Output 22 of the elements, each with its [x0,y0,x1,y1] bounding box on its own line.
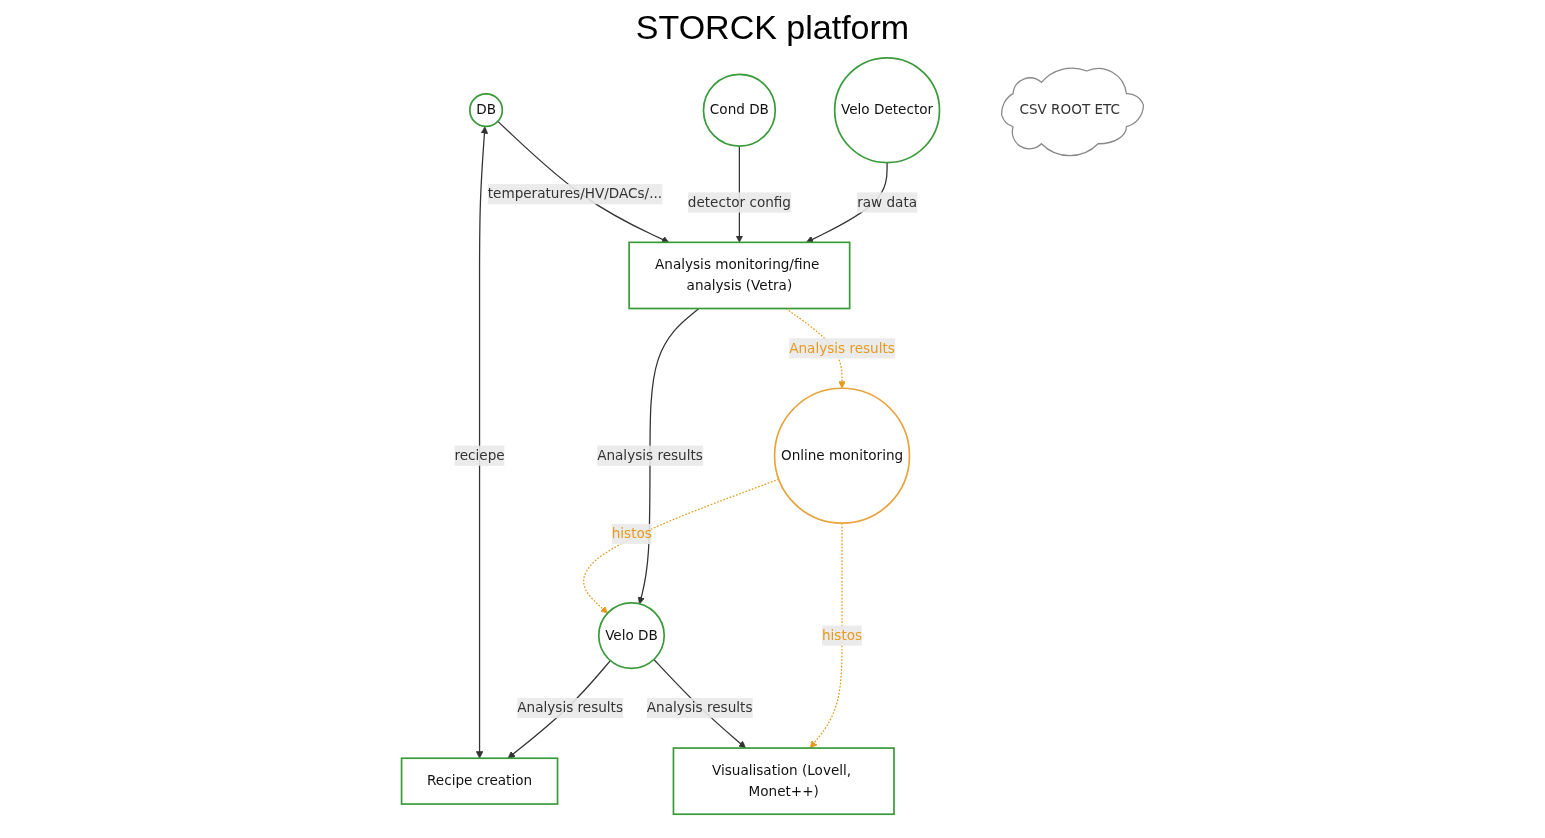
node-circle: Velo Detector [833,56,941,164]
edge-label: detector config [687,194,791,211]
edge-label: raw data [857,194,918,211]
node-circle: Velo DB [597,602,666,670]
arrow [809,522,843,749]
edge-label: Analysis results [646,699,753,716]
node-circle: Online monitoring [773,387,911,524]
edge-label: histos [821,627,863,644]
node-circle: Cond DB [702,73,777,147]
arrow [475,126,489,759]
edge-label: Analysis results [789,339,895,356]
node-box: Recipe creation [400,757,559,805]
node-circle: DB [468,93,504,128]
edge-label: Analysis results [517,699,624,716]
edge-label: temperatures/HV/DACs/... [487,185,663,202]
node-box: Analysis monitoring/fine analysis (Vetra) [628,241,851,310]
edge-label: reciepe [454,447,505,464]
arrow [785,307,846,389]
edge-label: histos [611,525,652,542]
diagram-title: STORCK platform [634,8,911,47]
node-box: Visualisation (Lovell, Monet++) [672,747,895,816]
edge-label: Analysis results [597,447,703,464]
